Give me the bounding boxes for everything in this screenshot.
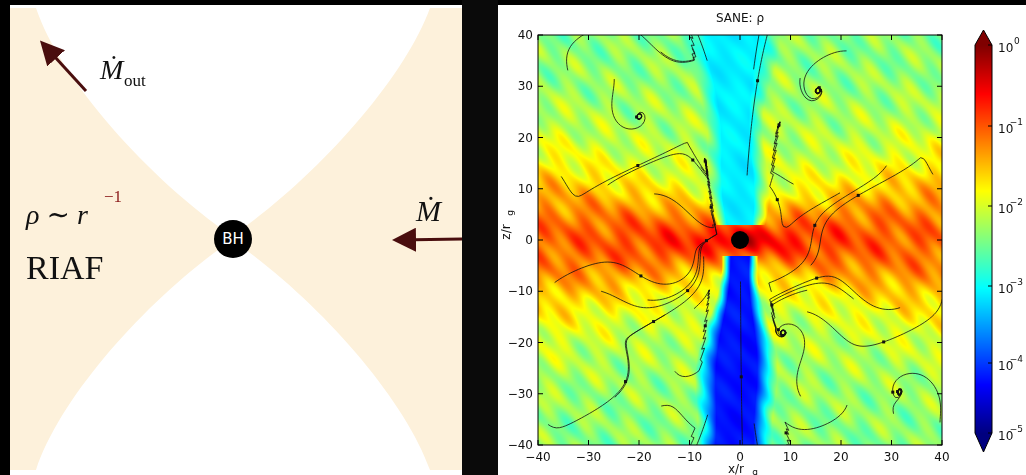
- axis-label: x/r: [728, 463, 744, 475]
- tick-label: −40: [508, 439, 533, 451]
- axis-tick: [937, 240, 942, 241]
- colorbar-tick: 10: [998, 42, 1013, 54]
- tick-label: −40: [525, 451, 550, 463]
- superscript: −1: [104, 188, 122, 205]
- flow-symbol: Ṁ: [416, 196, 441, 226]
- tick-label: −10: [677, 451, 702, 463]
- tick-label: 0: [736, 451, 744, 463]
- axis-tick: [937, 188, 942, 189]
- tick-label: −20: [626, 451, 651, 463]
- axis-tick: [790, 35, 791, 40]
- tick-label: −30: [576, 451, 601, 463]
- axis-tick: [538, 445, 543, 446]
- colorbar-exponent: −3: [1010, 278, 1023, 287]
- axis-tick: [937, 86, 942, 87]
- density-law: ρ ∼ r: [26, 201, 88, 229]
- axis-tick: [937, 393, 942, 394]
- axis-tick: [937, 137, 942, 138]
- axis-tick: [538, 393, 543, 394]
- black-hole: BH: [214, 220, 252, 258]
- axis-tick: [988, 45, 992, 46]
- axis-tick: [639, 440, 640, 445]
- tick-label: 10: [783, 451, 798, 463]
- axis-tick: [740, 35, 741, 40]
- tick-label: 30: [518, 80, 533, 92]
- axis-tick: [689, 35, 690, 40]
- axis-tick: [538, 35, 543, 36]
- axis-tick: [891, 440, 892, 445]
- colorbar-exponent: −1: [1010, 118, 1023, 127]
- axis-tick: [988, 433, 992, 434]
- axis-tick: [937, 445, 942, 446]
- axis-tick: [988, 286, 992, 287]
- tick-label: 40: [934, 451, 949, 463]
- axis-tick: [891, 35, 892, 40]
- axis-tick: [937, 291, 942, 292]
- axis-tick: [988, 206, 992, 207]
- axis-tick: [538, 440, 539, 445]
- colorbar-exponent: −5: [1010, 425, 1023, 434]
- axis-tick: [538, 291, 543, 292]
- axis-tick: [639, 35, 640, 40]
- plot-frame: [538, 35, 942, 445]
- axis-tick: [790, 440, 791, 445]
- axis-tick: [841, 35, 842, 40]
- axis-tick: [988, 363, 992, 364]
- axis-tick: [538, 86, 543, 87]
- plot-title: SANE: ρ: [716, 12, 764, 24]
- tick-label: −10: [508, 285, 533, 297]
- axis-tick: [588, 35, 589, 40]
- axis-tick: [588, 440, 589, 445]
- axis-tick: [538, 137, 543, 138]
- tick-label: 20: [518, 132, 533, 144]
- axis-tick: [988, 126, 992, 127]
- axis-tick: [689, 440, 690, 445]
- axis-subscript: g: [752, 468, 758, 475]
- tick-label: 20: [833, 451, 848, 463]
- axis-tick: [942, 35, 943, 40]
- axis-label: z/r: [500, 224, 512, 239]
- flow-symbol: Ṁ: [100, 56, 123, 84]
- axis-tick: [538, 240, 543, 241]
- axis-tick: [538, 35, 539, 40]
- tick-label: 30: [884, 451, 899, 463]
- tick-label: 40: [518, 29, 533, 41]
- colorbar-exponent: −4: [1010, 355, 1023, 364]
- tick-label: 0: [525, 234, 533, 246]
- subscript: out: [124, 72, 146, 89]
- axis-tick: [937, 35, 942, 36]
- axis-tick: [841, 440, 842, 445]
- axis-subscript: g: [506, 210, 515, 216]
- node-label: BH: [222, 230, 244, 248]
- tick-label: −20: [508, 337, 533, 349]
- colorbar-exponent: −2: [1010, 198, 1023, 207]
- axis-tick: [937, 342, 942, 343]
- axis-tick: [538, 188, 543, 189]
- axis-tick: [740, 440, 741, 445]
- axis-tick: [538, 342, 543, 343]
- tick-label: −30: [508, 388, 533, 400]
- tick-label: 10: [518, 183, 533, 195]
- axis-tick: [942, 440, 943, 445]
- model-name: RIAF: [26, 251, 103, 285]
- colorbar-exponent: 0: [1014, 37, 1020, 46]
